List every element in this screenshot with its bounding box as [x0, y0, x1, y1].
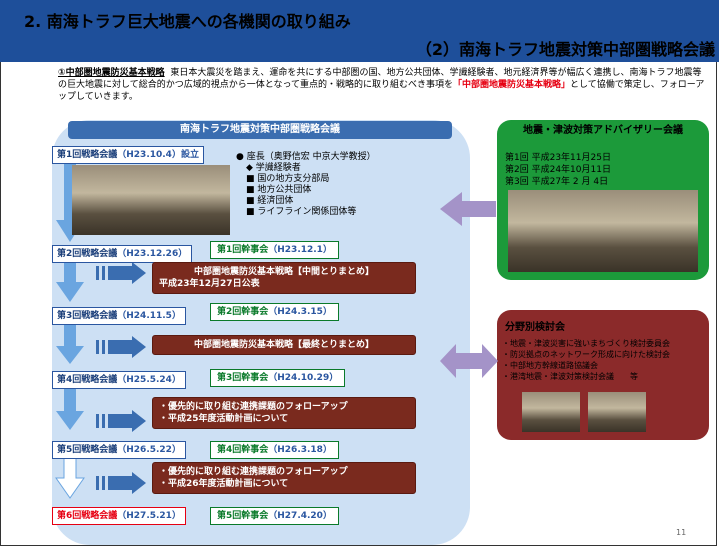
result-final: 中部圏地震防災基本戦略【最終とりまとめ】 [152, 335, 416, 355]
intro-text-2: として協働で策定し、フォローアップしていきます。 [58, 80, 705, 102]
page-title: 2. 南海トラフ巨大地震への各機関の取り組み [24, 12, 351, 31]
kanjikai-5: 第5回幹事会（H27.4.20） [210, 507, 339, 525]
kanjikai-2: 第2回幹事会（H24.3.15） [210, 303, 339, 321]
subcommittee-item: ・中部地方幹線道路協議会 [502, 361, 598, 370]
page-subtitle: （2）南海トラフ地震対策中部圏戦略会議 [415, 40, 715, 59]
right-arrow-icon [108, 336, 146, 358]
subcommittee-photo-2 [588, 392, 646, 432]
member-list: ● 座長（奥野信宏 中京大学教授） ◆ 学識経験者 ■ 国の地方支分部局 ■ 地… [236, 152, 376, 218]
kanjikai-1: 第1回幹事会（H23.12.1） [210, 241, 339, 259]
double-arrow-icon [440, 344, 498, 378]
advisory-item: 第2回 平成24年10月11日 [505, 165, 611, 175]
advisory-photo [508, 190, 698, 272]
meeting-1: 第1回戦略会議（H23.10.4）設立 [52, 146, 204, 164]
member-item: ■ 地方公共団体 [246, 185, 312, 195]
right-arrow-icon [108, 410, 146, 432]
advisory-item: 第1回 平成23年11月25日 [505, 153, 611, 163]
down-arrow-icon [56, 388, 84, 430]
intro-highlight: 「中部圏地震防災基本戦略」 [453, 80, 571, 90]
subcommittee-item: ・地震・津波災害に強いまちづくり検討委員会 [502, 339, 670, 348]
title-bar [0, 0, 719, 62]
timeline-arrows [55, 160, 85, 499]
meeting-3: 第3回戦略会議（H24.11.5） [52, 307, 186, 325]
right-arrow-icon [108, 262, 146, 284]
kanjikai-3: 第3回幹事会（H24.10.29） [210, 369, 346, 387]
down-arrow-icon [56, 263, 84, 302]
down-arrow-icon [56, 325, 84, 364]
advisory-list: 第1回 平成23年11月25日 第2回 平成24年10月11日 第3回 平成27… [505, 152, 611, 188]
result-followup-h26: ・優先的に取り組む連携課題のフォローアップ ・平成26年度活動計画について [152, 462, 416, 494]
kanjikai-4: 第4回幹事会（H26.3.18） [210, 441, 339, 459]
member-chair: ● 座長（奥野信宏 中京大学教授） [236, 152, 376, 162]
advisory-title: 地震・津波対策アドバイザリー会議 [523, 125, 683, 136]
intro-text-1: 東日本大震災を踏まえ、運命を共にする中部圏の国、地方公共団体、学識経験者、地元経… [58, 68, 702, 90]
meeting-6: 第6回戦略会議（H27.5.21） [52, 507, 186, 525]
subcommittee-list: ・地震・津波災害に強いまちづくり検討委員会 ・防災拠点のネットワーク形成に向けた… [502, 338, 670, 382]
member-item: ■ 国の地方支分部局 [246, 174, 330, 184]
right-arrow-icon [108, 472, 146, 494]
advisory-item: 第3回 平成27年 2 月 4日 [505, 177, 609, 187]
down-arrow-icon [55, 455, 85, 499]
member-item: ◆ 学識経験者 [246, 163, 301, 173]
meeting-5: 第5回戦略会議（H26.5.22） [52, 441, 186, 459]
result-arrows [96, 262, 146, 494]
left-arrow-icon [440, 192, 496, 226]
member-item: ■ 経済団体 [246, 196, 294, 206]
result-interim: 中部圏地震防災基本戦略【中間とりまとめ】 平成23年12月27日公表 [152, 262, 416, 294]
subcommittee-item: ・防災拠点のネットワーク形成に向けた検討会 [502, 350, 670, 359]
intro-paragraph: ①中部圏地震防災基本戦略 東日本大震災を踏まえ、運命を共にする中部圏の国、地方公… [58, 67, 708, 103]
intro-heading: ①中部圏地震防災基本戦略 [58, 68, 165, 78]
meeting-4: 第4回戦略会議（H25.5.24） [52, 371, 186, 389]
subcommittee-photo-1 [522, 392, 580, 432]
subcommittee-title: 分野別検討会 [505, 322, 565, 333]
member-item: ■ ライフライン関係団体等 [246, 207, 357, 217]
meeting-photo [72, 165, 230, 235]
result-followup-h25: ・優先的に取り組む連携課題のフォローアップ ・平成25年度活動計画について [152, 397, 416, 429]
meeting-2: 第2回戦略会議（H23.12.26） [52, 245, 193, 263]
page-number: 11 [676, 528, 687, 537]
subcommittee-item: ・港湾地震・津波対策検討会議 等 [502, 372, 638, 381]
panel-header: 南海トラフ地震対策中部圏戦略会議 [68, 121, 452, 139]
